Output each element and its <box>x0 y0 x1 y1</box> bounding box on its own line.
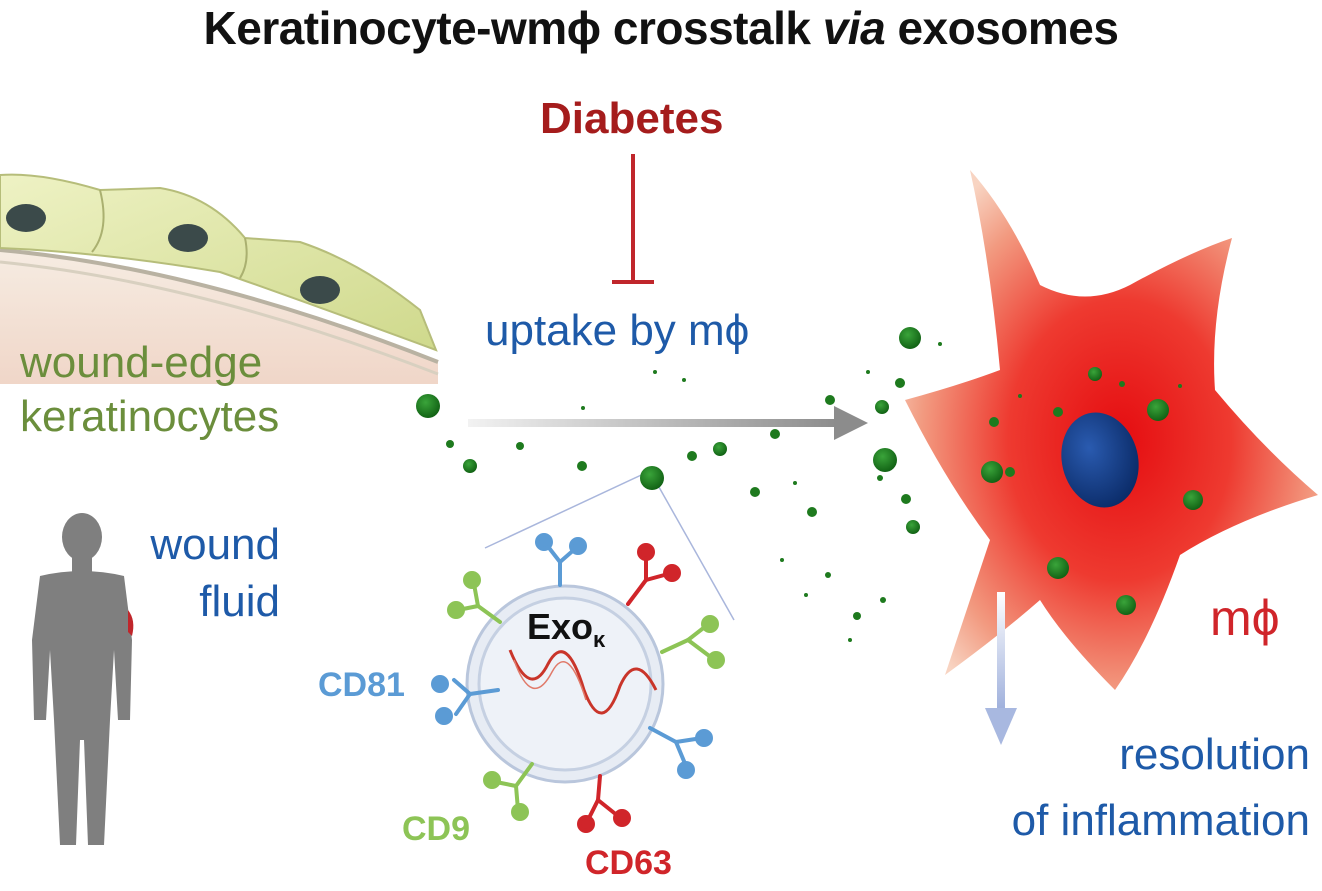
inhibition-t-bar-icon <box>612 154 654 284</box>
cd9-marker <box>660 615 725 669</box>
exosome-particle <box>1178 384 1182 388</box>
cd63-marker <box>577 774 631 833</box>
cd81-marker <box>648 726 713 779</box>
exosome-particle <box>1005 467 1015 477</box>
cd63-label: CD63 <box>585 844 672 882</box>
keratinocytes-label-line2: keratinocytes <box>20 391 280 441</box>
human-silhouette-icon <box>32 513 134 845</box>
exosome-particle <box>793 481 797 485</box>
uptake-label: uptake by mϕ <box>485 306 750 355</box>
down-arrow-icon <box>985 592 1017 745</box>
exosome-particle <box>446 440 454 448</box>
exosome-particle <box>901 494 911 504</box>
page-title: Keratinocyte-wmϕ crosstalk via exosomes <box>0 4 1322 52</box>
resolution-line1: resolution <box>1119 730 1310 779</box>
exosome-particle <box>825 395 835 405</box>
cd9-label: CD9 <box>402 810 471 848</box>
exosome-particle <box>880 597 886 603</box>
exosome-particle <box>1119 381 1125 387</box>
exosome-particle <box>981 461 1003 483</box>
exosome-particle <box>780 558 784 562</box>
exosome-label: Exoκ <box>527 608 605 651</box>
exosome-particles <box>416 327 1203 642</box>
exosome-particle <box>899 327 921 349</box>
exosome-particle <box>750 487 760 497</box>
exosome-particle <box>581 406 585 410</box>
cd9-marker <box>483 762 534 821</box>
keratinocyte-layer-icon <box>0 173 439 384</box>
exosome-particle <box>877 475 883 481</box>
wound-fluid-label: wound fluid <box>110 516 280 630</box>
tetraspanin-markers <box>431 533 725 833</box>
exo-subscript: κ <box>593 627 606 652</box>
keratinocytes-label-line1: wound-edge <box>20 338 263 387</box>
cd9-marker <box>447 571 502 624</box>
exosome-particle <box>1088 367 1102 381</box>
exosome-particle <box>516 442 524 450</box>
exosome-particle <box>1147 399 1169 421</box>
title-prefix: Keratinocyte-wmϕ crosstalk <box>203 2 823 54</box>
exosome-particle <box>804 593 808 597</box>
exosome-particle <box>938 342 942 346</box>
exosome-particle <box>906 520 920 534</box>
keratinocytes-label: wound-edge keratinocytes <box>20 336 279 443</box>
exosome-particle <box>848 638 852 642</box>
exosome-particle <box>895 378 905 388</box>
exosome-particle <box>1183 490 1203 510</box>
exosome-particle <box>1116 595 1136 615</box>
diabetes-label: Diabetes <box>540 94 724 143</box>
wound-fluid-line1: wound <box>150 520 280 569</box>
exosome-particle <box>687 451 697 461</box>
exosome-particle <box>1047 557 1069 579</box>
macrophage-label: mϕ <box>1210 590 1280 646</box>
cd81-marker <box>535 533 587 587</box>
exosome-particle <box>713 442 727 456</box>
exosome-particle <box>1018 394 1022 398</box>
exosome-particle <box>640 466 664 490</box>
exosome-particle <box>653 370 657 374</box>
exosome-particle <box>770 429 780 439</box>
exosome-particle <box>416 394 440 418</box>
exosome-particle <box>682 378 686 382</box>
exosome-particle <box>853 612 861 620</box>
macrophage-cell-icon <box>905 170 1318 690</box>
exosome-particle <box>463 459 477 473</box>
resolution-line2: of inflammation <box>1011 796 1310 845</box>
zoom-lines <box>484 469 735 621</box>
wound-fluid-line2: fluid <box>199 577 280 627</box>
exosome-vesicle-icon <box>465 584 665 784</box>
resolution-label: resolution of inflammation <box>930 722 1310 854</box>
title-italic: via <box>822 2 886 54</box>
exosome-particle <box>807 507 817 517</box>
exosome-particle <box>875 400 889 414</box>
cd63-marker <box>626 543 681 606</box>
nucleus <box>1061 412 1139 508</box>
exosome-particle <box>873 448 897 472</box>
title-suffix: exosomes <box>885 2 1119 54</box>
exosome-particle <box>989 417 999 427</box>
exosome-particle <box>1053 407 1063 417</box>
right-arrow-icon <box>468 406 868 440</box>
cd81-marker <box>431 675 500 725</box>
cd81-label: CD81 <box>318 666 405 704</box>
exosome-particle <box>825 572 831 578</box>
exosome-particle <box>577 461 587 471</box>
exosome-particle <box>866 370 870 374</box>
exo-main: Exo <box>527 606 594 647</box>
